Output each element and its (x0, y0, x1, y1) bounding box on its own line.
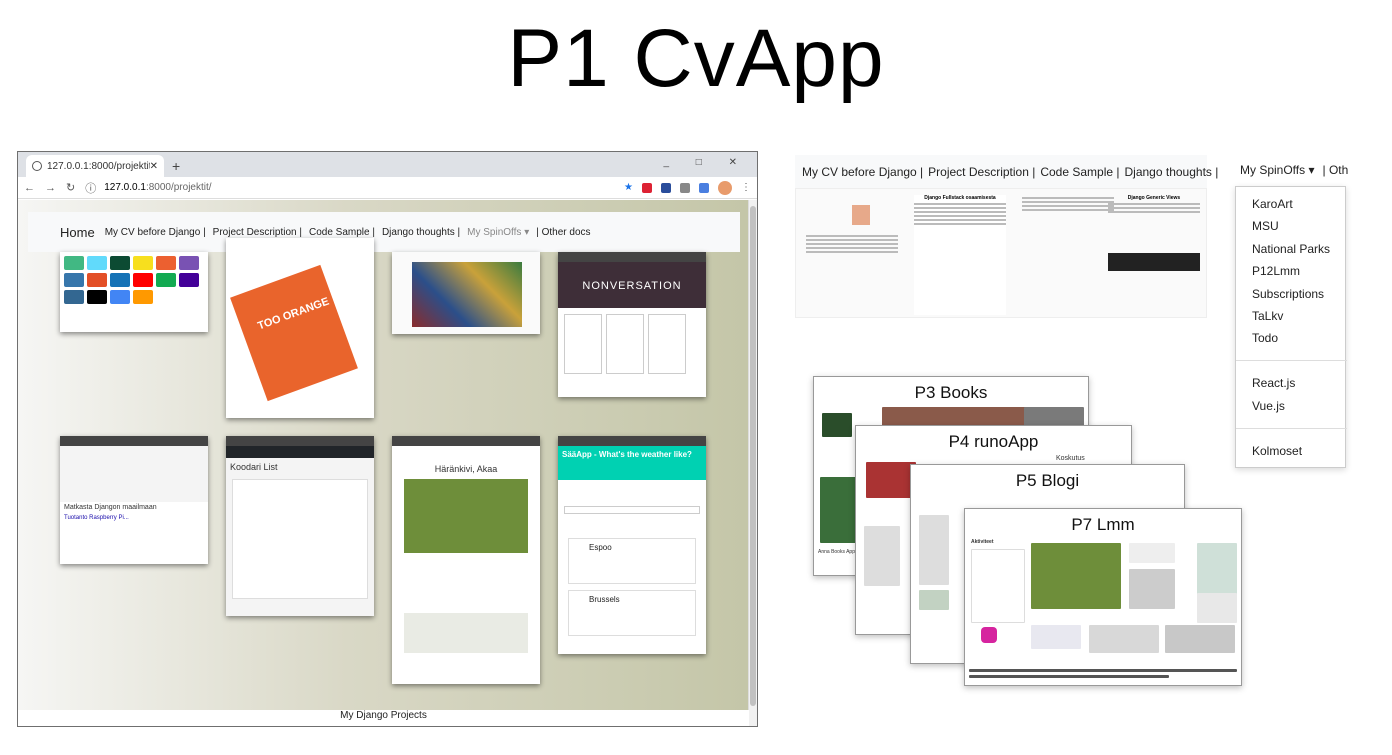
dropdown-item[interactable]: P12Lmm (1252, 264, 1301, 278)
paper-title-generic-views: Django Generic Views (1127, 195, 1181, 201)
extension-icon[interactable] (661, 182, 671, 193)
site-navbar: Home My CV before Django | Project Descr… (28, 212, 740, 252)
dropdown-item[interactable]: Vue.js (1252, 399, 1285, 413)
reload-icon[interactable]: ↻ (66, 182, 76, 194)
project-thumb-saaapp[interactable]: SääApp - What's the weather like? Espoo … (558, 436, 706, 654)
extension-icon[interactable] (699, 182, 709, 193)
url-field[interactable]: 127.0.0.1:8000/projektit/ (104, 182, 212, 193)
dropdown-divider (1236, 360, 1347, 361)
back-icon[interactable]: ← (24, 181, 35, 194)
logo-grid (60, 252, 208, 308)
page-viewport: Home My CV before Django | Project Descr… (18, 200, 749, 710)
dropdown-item[interactable]: MSU (1252, 219, 1279, 233)
navbar-strip: My CV before Django | Project Descriptio… (795, 155, 1218, 188)
new-tab-button[interactable]: + (172, 158, 181, 174)
project-thumb-nonversation[interactable]: NONVERSATION (558, 252, 706, 397)
strip-item-thoughts[interactable]: Django thoughts | (1124, 164, 1219, 179)
weather-card-brussels: Brussels (568, 590, 696, 636)
weather-card-espoo: Espoo (568, 538, 696, 584)
card-title-p3: P3 Books (914, 383, 988, 402)
page-title: P1 CvApp (507, 13, 885, 104)
nav-home[interactable]: Home (60, 224, 95, 240)
address-bar: ← → ↻ ⓘ 127.0.0.1:8000/projektit/ ★ ⋮ (18, 177, 757, 199)
spinoffs-toggle[interactable]: My SpinOffs ▾ (1240, 162, 1315, 177)
dropdown-item[interactable]: React.js (1252, 376, 1296, 390)
card-side-p7: Aktiviteet (971, 539, 994, 545)
browser-tab[interactable]: 127.0.0.1:8000/projektit/ ✕ (26, 155, 164, 177)
project-thumb-koodari-list[interactable]: Koodari List (226, 436, 374, 616)
dropdown-item[interactable]: TaLkv (1252, 309, 1284, 323)
tab-title: 127.0.0.1:8000/projektit/ (47, 160, 150, 172)
profile-avatar[interactable] (718, 180, 732, 195)
bookmark-star-icon[interactable]: ★ (624, 182, 633, 193)
art-poster (230, 264, 358, 402)
books-collage (412, 262, 522, 327)
menu-kebab-icon[interactable]: ⋮ (741, 182, 751, 193)
forward-icon[interactable]: → (45, 181, 56, 194)
spinoffs-dropdown: KaroArt MSU National Parks P12Lmm Subscr… (1235, 186, 1347, 468)
tab-bar: 127.0.0.1:8000/projektit/ ✕ + _ □ ✕ (18, 152, 757, 177)
scrollbar[interactable] (748, 200, 757, 726)
close-tab-icon[interactable]: ✕ (149, 160, 158, 172)
saaapp-header: SääApp - What's the weather like? (558, 446, 706, 480)
nav-other-docs[interactable]: | Other docs (536, 226, 591, 238)
page-footer: My Django Projects (18, 710, 749, 726)
nav-item-code[interactable]: Code Sample | (308, 226, 375, 238)
dropdown-divider (1236, 428, 1347, 429)
code-block (1108, 253, 1200, 271)
info-icon[interactable]: ⓘ (85, 182, 97, 195)
project-thumb-books[interactable] (392, 252, 540, 334)
extension-icon[interactable] (642, 182, 652, 193)
browser-window: 127.0.0.1:8000/projektit/ ✕ + _ □ ✕ ← → … (17, 151, 758, 727)
dropdown-item[interactable]: KaroArt (1252, 197, 1293, 211)
journey-title: Matkasta Djangon maailmaan (64, 504, 157, 511)
project-card-p7[interactable]: P7 Lmm Aktiviteet (964, 508, 1242, 686)
nav-item-project[interactable]: Project Description | (212, 226, 302, 238)
project-thumb-harankivi[interactable]: Häränkivi, Akaa (392, 436, 540, 684)
dropdown-item[interactable]: Kolmoset (1252, 444, 1303, 458)
card-title-p7: P7 Lmm (1071, 515, 1135, 534)
dropdown-item[interactable]: Todo (1252, 331, 1279, 345)
card-title-p4: P4 runoApp (948, 432, 1039, 451)
strip-item-project[interactable]: Project Description | (928, 164, 1036, 179)
dropdown-item[interactable]: Subscriptions (1252, 287, 1325, 301)
koodari-title: Koodari List (230, 462, 278, 472)
nav-spinoffs[interactable]: My SpinOffs ▾ (467, 226, 530, 238)
document-previews: Django Fullstack osaamisesta Django Gene… (795, 188, 1207, 318)
nav-item-cv[interactable]: My CV before Django | (104, 226, 206, 238)
spinoffs-toggle-area: My SpinOffs ▾ | Oth (1235, 153, 1392, 186)
card-title-p5: P5 Blogi (1015, 471, 1080, 490)
window-controls[interactable]: _ □ ✕ (663, 157, 749, 168)
project-thumb-tech-logos[interactable] (60, 252, 208, 332)
other-docs-cut[interactable]: | Oth (1322, 162, 1349, 177)
project-thumb-orange-art[interactable]: TOO ORANGE (226, 238, 374, 418)
card-side-p4: Koskutus (1056, 455, 1085, 462)
cv-photo (852, 205, 870, 225)
strip-item-cv[interactable]: My CV before Django | (802, 164, 924, 179)
paper-title-fullstack: Django Fullstack osaamisesta (924, 195, 996, 201)
harankivi-title: Häränkivi, Akaa (434, 464, 498, 474)
project-thumb-django-journey[interactable]: Matkasta Djangon maailmaan Tuotanto Rasp… (60, 436, 208, 564)
extension-icon[interactable] (680, 182, 690, 193)
nonversation-banner: NONVERSATION (558, 262, 706, 308)
dropdown-item[interactable]: National Parks (1252, 242, 1331, 256)
card-photo-rock (1031, 543, 1121, 609)
nav-item-thoughts[interactable]: Django thoughts | (381, 226, 461, 238)
card-side-p3: Anna Books App (818, 549, 855, 555)
instagram-icon (981, 627, 997, 643)
globe-icon (32, 161, 42, 171)
strip-item-code[interactable]: Code Sample | (1040, 164, 1120, 179)
